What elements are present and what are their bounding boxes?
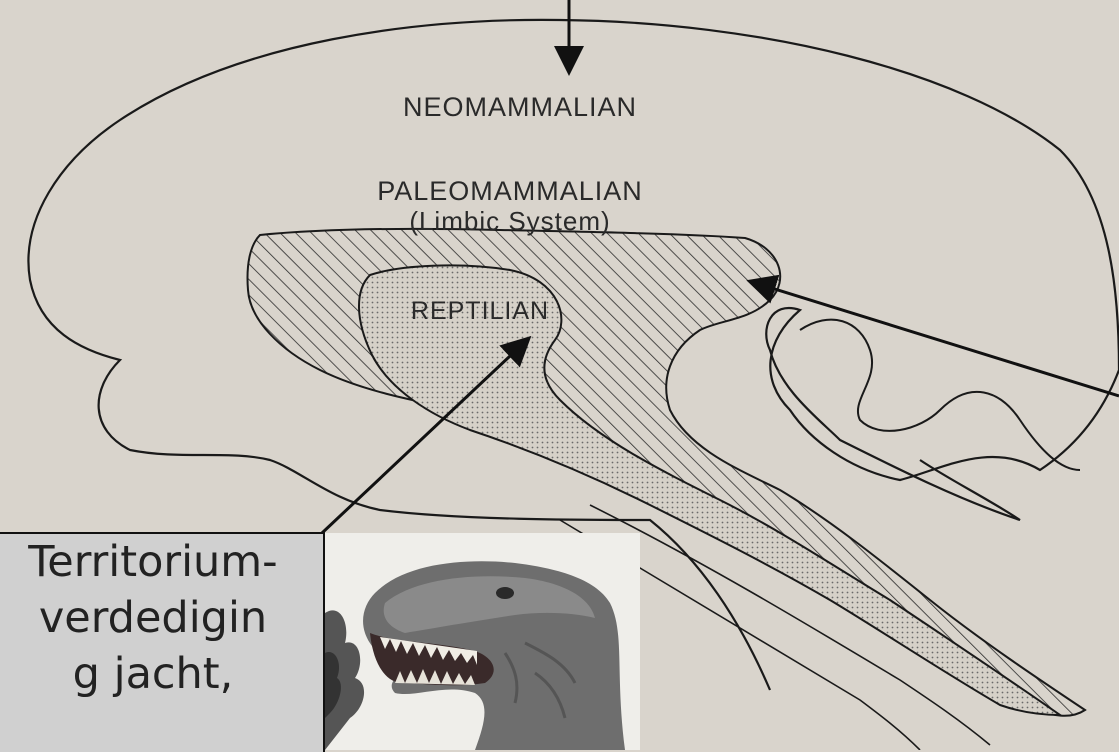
paleomammalian-label: PALEOMAMMALIAN	[270, 176, 750, 207]
limbic-system-label: (Limbic System)	[270, 206, 750, 237]
callout-text: Territorium- verdedigin g jacht,	[0, 534, 318, 702]
callout-box: Territorium- verdedigin g jacht,	[0, 532, 325, 752]
neomammalian-label: NEOMAMMALIAN	[310, 92, 730, 123]
dinosaur-photo	[325, 533, 640, 750]
reptilian-label: REPTILIAN	[380, 297, 580, 326]
